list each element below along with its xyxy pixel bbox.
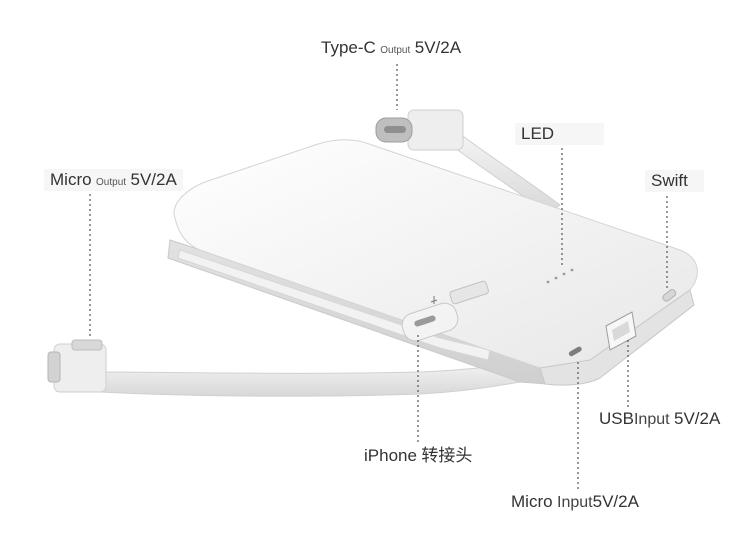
callout-micro-output: Micro Output 5V/2A [44,169,183,191]
callout-micro-input: Micro Input5V/2A [511,493,639,511]
callout-usb-input-name: USB [599,409,634,428]
callout-led: LED [515,123,605,145]
callout-iphone-cn: 转接头 [421,446,473,465]
type-c-plug-housing [407,109,464,151]
callout-type-c: Type-C Output 5V/2A [321,39,461,57]
callout-switch-name: Swift [651,171,688,190]
lightning-connector-icon [449,280,489,305]
led-indicator-icon [546,268,574,284]
iphone-adapter [401,280,489,342]
callout-usb-input-spec: 5V/2A [674,409,721,428]
callout-type-c-name: Type-C [321,38,376,57]
power-bank-front [539,289,695,386]
callout-micro-output-sub: Output [96,177,127,188]
callout-switch: Swift [645,170,704,192]
callout-micro-output-spec: 5V/2A [130,170,177,189]
callout-type-c-spec: 5V/2A [414,38,462,57]
callout-micro-output-name: Micro [50,170,92,189]
power-bank-top [173,139,698,371]
callout-usb-input-sub: Input [633,411,670,428]
callout-micro-input-sub: Input [557,494,593,511]
callout-iphone: iPhone 转接头 [364,447,472,465]
callout-micro-input-spec: 5V/2A [592,492,639,511]
type-c-cable [375,109,561,215]
callout-usb-input: USBInput 5V/2A [599,410,720,428]
power-switch [662,289,677,302]
callout-iphone-name: iPhone [364,446,417,465]
micro-plug-housing [53,343,107,393]
micro-input-port-icon [568,346,582,357]
leader-lines [89,64,668,490]
callout-led-name: LED [521,124,555,143]
callout-type-c-sub: Output [380,45,411,56]
micro-connector-icon [71,339,103,351]
callout-micro-input-name: Micro [511,492,553,511]
